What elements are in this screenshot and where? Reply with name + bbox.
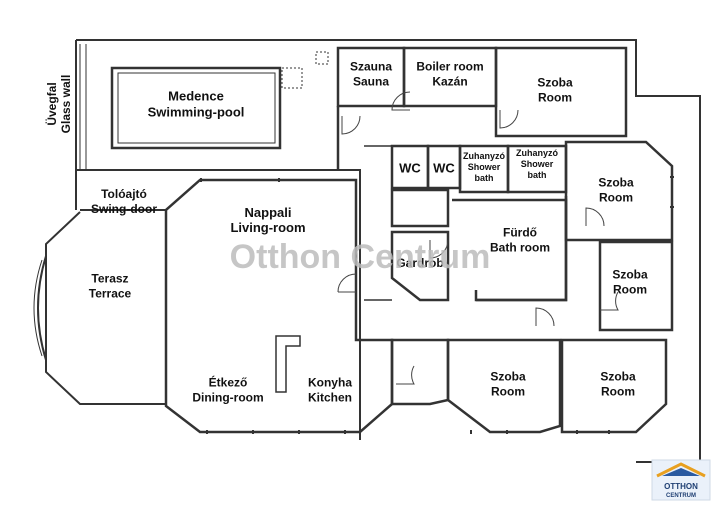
room-label-room-s2-1: Room bbox=[601, 385, 635, 399]
pool-area bbox=[110, 51, 329, 150]
room-label-room-e2-1: Room bbox=[613, 283, 647, 297]
door-swings bbox=[337, 91, 619, 385]
top-rooms bbox=[336, 46, 628, 170]
room-label-room-s1-0: Szoba bbox=[490, 370, 526, 384]
room-label-wc2-0: WC bbox=[433, 161, 455, 176]
room-label-room-e2-0: Szoba bbox=[612, 268, 648, 282]
corridor-lines bbox=[275, 145, 392, 393]
wet-block bbox=[390, 144, 568, 228]
glass-wall-label: Üvegfal bbox=[44, 82, 59, 125]
company-logo: OTTHON CENTRUM bbox=[651, 459, 711, 501]
room-label-bath-0: Fürdő bbox=[503, 226, 537, 240]
living-dining-walls bbox=[164, 178, 394, 434]
room-label-room-e1-0: Szoba bbox=[598, 176, 634, 190]
room-label-pool-1: Swimming-pool bbox=[148, 105, 245, 120]
window-markers bbox=[200, 176, 674, 434]
room-label-sauna-1: Sauna bbox=[353, 75, 389, 89]
room-label-shower2-0: Zuhanyzó bbox=[516, 148, 559, 158]
room-label-terrace-1: Terrace bbox=[89, 287, 132, 301]
room-label-terrace-0: Terasz bbox=[91, 272, 128, 286]
room-label-dining-1: Dining-room bbox=[192, 391, 263, 405]
room-label-living-0: Nappali bbox=[245, 205, 292, 220]
room-label-kitchen-0: Konyha bbox=[308, 376, 352, 390]
room-label-shower1-1: Shower bbox=[468, 162, 501, 172]
room-label-kitchen-1: Kitchen bbox=[308, 391, 352, 405]
room-label-living-1: Living-room bbox=[230, 220, 305, 235]
room-label-shower2-1: Shower bbox=[521, 159, 554, 169]
watermark: Otthon Centrum bbox=[230, 238, 491, 276]
room-label-room-ne-0: Szoba bbox=[537, 76, 573, 90]
room-label-bath-1: Bath room bbox=[490, 241, 550, 255]
room-label-wc1-0: WC bbox=[399, 161, 421, 176]
room-label-sauna-0: Szauna bbox=[350, 60, 392, 74]
room-label-room-ne-1: Room bbox=[538, 91, 572, 105]
room-label-shower1-2: bath bbox=[475, 173, 494, 183]
room-label-pool-0: Medence bbox=[168, 89, 224, 104]
svg-text:CENTRUM: CENTRUM bbox=[666, 493, 696, 499]
room-label-shower2-2: bath bbox=[528, 170, 547, 180]
room-label-room-s1-1: Room bbox=[491, 385, 525, 399]
room-label-wardrobe-0: Gardrob bbox=[396, 256, 443, 270]
terrace-walls bbox=[33, 209, 166, 405]
swing-door-label: Tolóajtó bbox=[101, 187, 147, 201]
room-label-boiler-1: Kazán bbox=[432, 75, 467, 89]
svg-text:OTTHON: OTTHON bbox=[664, 482, 698, 491]
glass-wall-label-en: Glass wall bbox=[59, 75, 73, 134]
room-label-boiler-0: Boiler room bbox=[416, 60, 483, 74]
bath-wardrobe bbox=[390, 198, 568, 302]
room-label-shower1-0: Zuhanyzó bbox=[463, 151, 506, 161]
swing-door-label-en: Swing-door bbox=[91, 202, 157, 216]
room-label-dining-0: Étkező bbox=[209, 375, 248, 390]
room-label-room-e1-1: Room bbox=[599, 191, 633, 205]
room-label-room-s2-0: Szoba bbox=[600, 370, 636, 384]
